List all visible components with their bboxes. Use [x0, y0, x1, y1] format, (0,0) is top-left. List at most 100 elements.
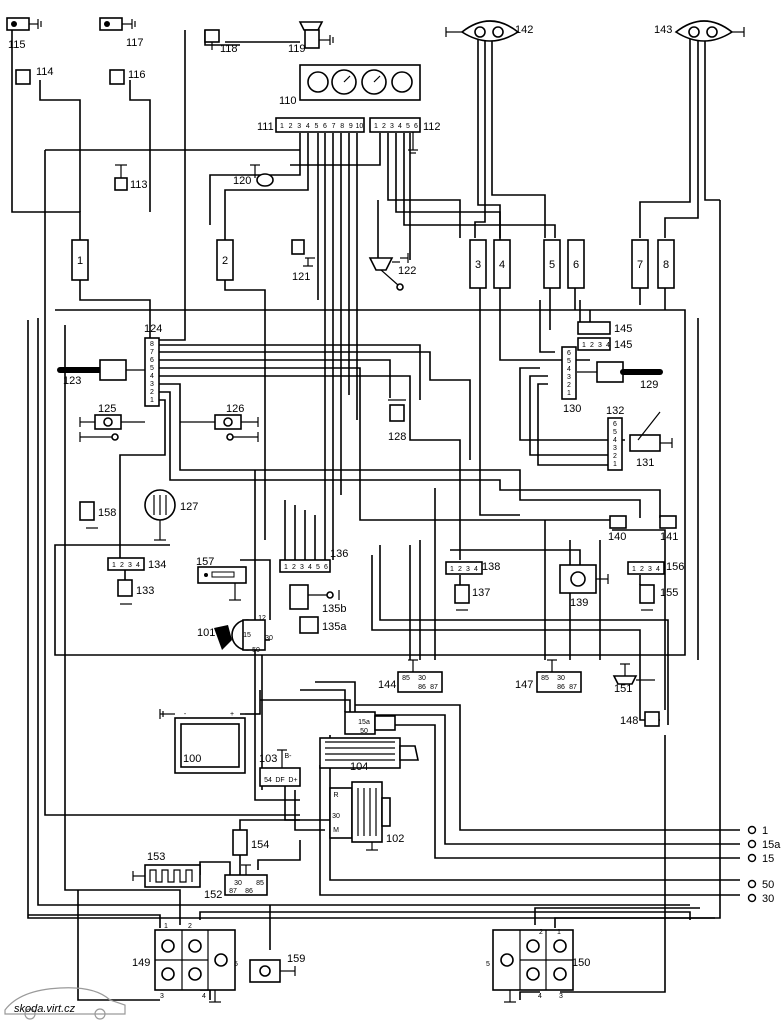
label-c118: 118 [220, 43, 238, 55]
pin-label: 86 [245, 888, 253, 895]
pin-label: 87 [430, 684, 438, 691]
label-c113: 113 [130, 179, 148, 191]
label-c101: 101 [197, 627, 215, 639]
label-c114: 114 [36, 66, 54, 78]
label-c152: 152 [204, 889, 222, 901]
label-c111: 111 [257, 121, 274, 133]
label-c140: 140 [608, 531, 626, 543]
pin-label: 3 [559, 993, 563, 1000]
label-c139: 139 [570, 597, 588, 609]
pin-label: 2 [289, 123, 293, 130]
pin-label: 1 [450, 566, 454, 573]
component-120-sensor [250, 164, 274, 187]
fuse-2 [216, 239, 234, 281]
terminal-post [747, 879, 757, 889]
pin-label: 12 [258, 615, 266, 622]
terminal-label: 50 [762, 879, 774, 891]
component-116 [109, 69, 125, 85]
label-c142: 142 [515, 24, 533, 36]
label-c121: 121 [292, 271, 310, 283]
pin-label: M [333, 827, 339, 834]
fuse-4 [493, 239, 511, 289]
label-c110: 110 [279, 95, 297, 107]
label-c117: 117 [126, 37, 144, 49]
pin-label: 30 [418, 675, 426, 682]
pin-label: 85 [402, 675, 410, 682]
component-135b [289, 584, 334, 610]
pin-label: 4 [398, 123, 402, 130]
pin-label: 3 [598, 342, 602, 349]
terminal-post [747, 839, 757, 849]
label-c145a: 145 [614, 323, 632, 335]
fuse-6 [567, 239, 585, 289]
label-c135a: 135a [322, 621, 347, 633]
wiring-harness [11, 22, 740, 1001]
ground-symbols [79, 253, 673, 976]
pin-label: 85 [541, 675, 549, 682]
headlamp-142 [445, 20, 520, 42]
pin-label: 5 [316, 564, 320, 571]
pin-label: 54 [264, 777, 272, 784]
label-c157: 157 [196, 556, 214, 568]
connector-145-top [577, 321, 611, 335]
label-c151: 151 [614, 683, 632, 695]
pin-label: 30 [265, 635, 273, 642]
pin-label: 2 [640, 566, 644, 573]
pin-label: 1 [164, 923, 168, 930]
component-141 [659, 515, 677, 529]
regulator-103 [259, 749, 301, 787]
terminal-label: 15a [762, 839, 781, 851]
component-114 [15, 69, 31, 85]
pin-label: 2 [458, 566, 462, 573]
label-c153: 153 [147, 851, 165, 863]
pin-label: 3 [648, 566, 652, 573]
pin-label: 4 [306, 123, 310, 130]
terminal-label: 30 [762, 893, 774, 905]
pin-label: 3 [390, 123, 394, 130]
terminal-label: 15 [762, 853, 774, 865]
label-c144: 144 [378, 679, 396, 691]
pin-label: 3 [297, 123, 301, 130]
pin-label: 3 [613, 445, 617, 452]
component-122-sender [368, 257, 404, 291]
label-c115: 115 [8, 39, 26, 51]
label-c116: 116 [128, 69, 146, 81]
pin-label: 6 [414, 123, 418, 130]
pin-label: 15a [358, 719, 370, 726]
pin-label: 3 [128, 562, 132, 569]
pin-label: 5 [567, 358, 571, 365]
pin-label: 2 [382, 123, 386, 130]
pin-label: 8 [150, 341, 154, 348]
label-c102: 102 [386, 833, 404, 845]
label-c112: 112 [423, 121, 441, 133]
pin-label: 15 [243, 632, 251, 639]
component-123-lamp [57, 359, 145, 381]
pin-label: 4 [656, 566, 660, 573]
pin-label: 5 [406, 123, 410, 130]
label-c131: 131 [636, 457, 654, 469]
pin-label: 5 [234, 961, 238, 968]
pin-label: 1 [374, 123, 378, 130]
pin-label: 5 [314, 123, 318, 130]
pin-label: 1 [613, 461, 617, 468]
pin-label: 2 [150, 389, 154, 396]
label-c159: 159 [287, 953, 305, 965]
label-c104: 104 [350, 761, 368, 773]
pin-label: 4 [606, 342, 610, 349]
pin-label: 1 [150, 397, 154, 404]
pin-label: 2 [590, 342, 594, 349]
pin-label: 50 [252, 647, 260, 654]
component-140 [609, 515, 627, 529]
fuse-8 [657, 239, 675, 289]
component-155 [639, 584, 655, 604]
pin-label: 3 [466, 566, 470, 573]
terminal-post [747, 893, 757, 903]
fuse-number: 4 [499, 259, 505, 271]
watermark-text: skoda.virt.cz [14, 1003, 76, 1015]
